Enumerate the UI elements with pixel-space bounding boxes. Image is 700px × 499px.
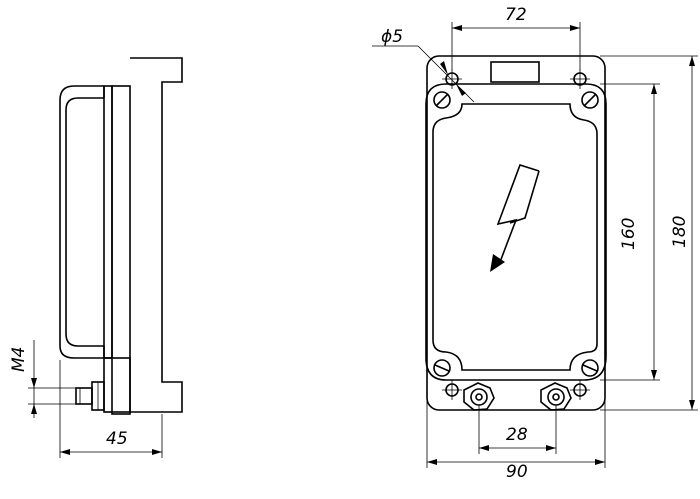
base-plate xyxy=(426,55,606,411)
label-m4: M4 xyxy=(9,347,29,372)
label-45: 45 xyxy=(106,429,128,449)
dim45-arrow-right xyxy=(152,449,162,455)
mounting-hole-top-left xyxy=(442,69,462,89)
side-gasket xyxy=(103,85,113,359)
lightning-bolt-icon xyxy=(490,164,540,272)
label-slot xyxy=(490,61,540,83)
mounting-hole-bottom-right xyxy=(570,380,590,400)
m4-arrow-top xyxy=(31,378,37,388)
dim72-arrow-left xyxy=(452,25,462,31)
cover-screw-bottom-left xyxy=(433,359,451,377)
dim160-arrow-top xyxy=(651,84,657,94)
dim90-arrow-left xyxy=(427,459,437,465)
label-72: 72 xyxy=(505,5,527,25)
dia5-arrow-inner xyxy=(456,84,466,96)
dim180-arrow-top xyxy=(689,56,695,66)
mounting-hole-bottom-left xyxy=(442,380,462,400)
side-bottom-boss xyxy=(103,357,131,413)
label-90: 90 xyxy=(506,462,528,482)
mounting-hole-top-right xyxy=(570,69,590,89)
side-gland-body xyxy=(75,387,93,405)
dim72-arrow-right xyxy=(570,25,580,31)
side-housing xyxy=(111,85,131,415)
cover-outer xyxy=(425,83,607,381)
cover-screw-bottom-right xyxy=(581,359,599,377)
cover-screw-top-right xyxy=(581,91,599,109)
front-view: 72 ϕ5 160 180 28 90 xyxy=(372,5,698,482)
label-28: 28 xyxy=(506,425,528,445)
cover-screw-top-left xyxy=(433,91,451,109)
dim180-arrow-bottom xyxy=(689,400,695,410)
m4-arrow-bottom xyxy=(31,404,37,414)
side-cover-outline xyxy=(59,85,104,359)
dim160-arrow-bottom xyxy=(651,370,657,380)
label-dia5: ϕ5 xyxy=(381,27,403,47)
dim90-arrow-right xyxy=(595,459,605,465)
cover-inner xyxy=(432,103,598,371)
label-160: 160 xyxy=(619,218,639,250)
label-180: 180 xyxy=(670,216,690,248)
side-view: M4 45 xyxy=(9,57,183,458)
side-mounting-flange xyxy=(130,57,183,413)
dim28-arrow-right xyxy=(546,445,556,451)
dim28-arrow-left xyxy=(479,445,489,451)
side-cover-inner xyxy=(65,97,104,347)
dia5-arrow-outer xyxy=(440,61,448,75)
dim45-arrow-left xyxy=(60,449,70,455)
